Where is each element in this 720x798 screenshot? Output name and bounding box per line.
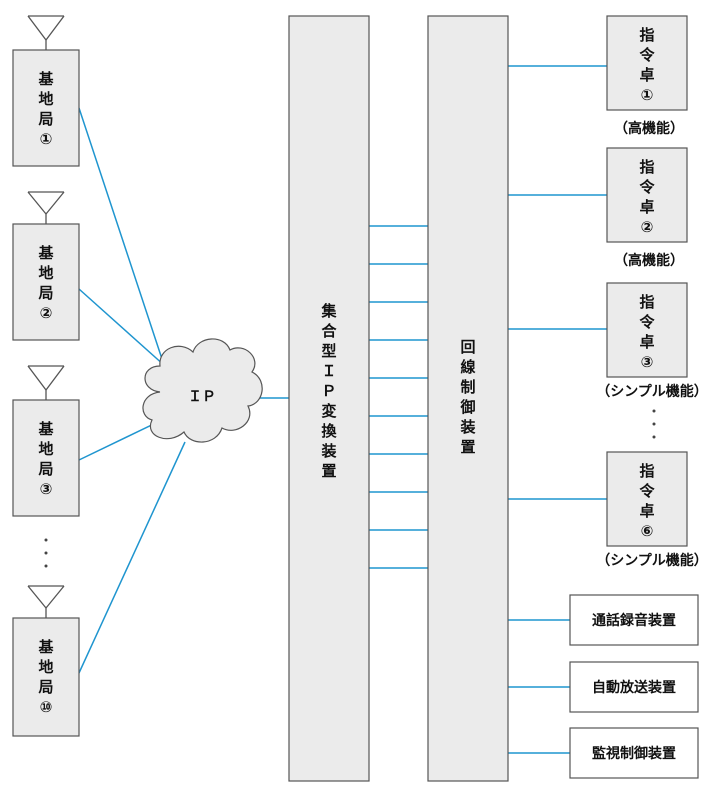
device-label: 自動放送装置 bbox=[592, 679, 676, 696]
device-call-recorder: 通話録音装置 bbox=[569, 594, 699, 646]
line-controller-label-char: 回 bbox=[460, 338, 475, 356]
console-label-char: 卓 bbox=[639, 66, 654, 84]
console-label-char: 令 bbox=[639, 178, 655, 196]
link-base-10-cloud bbox=[78, 441, 186, 674]
converter-label-char: 集 bbox=[320, 302, 337, 320]
console-label-char: 指 bbox=[639, 293, 654, 311]
antenna-icon bbox=[27, 15, 65, 50]
console-3: 指 令 卓 ③ （シンプル機能） bbox=[596, 282, 708, 400]
console-box bbox=[606, 147, 688, 243]
link-base-3-cloud bbox=[78, 419, 163, 461]
device-box bbox=[569, 594, 699, 646]
antenna-icon bbox=[27, 191, 65, 224]
console-label-char: 卓 bbox=[639, 198, 654, 216]
console-label-char: ② bbox=[641, 218, 654, 236]
console-caption: （シンプル機能） bbox=[596, 383, 708, 400]
connection-lines bbox=[78, 65, 607, 754]
converter-box: 集 合 型 Ｉ Ｐ 変 換 装 置 bbox=[288, 15, 370, 782]
console-box bbox=[606, 15, 688, 111]
base-station-3: 基 地 局 ③ bbox=[12, 365, 80, 517]
line-controller-label-char: 御 bbox=[459, 398, 475, 416]
converter-label-char: 型 bbox=[321, 342, 336, 360]
ellipsis-consoles bbox=[652, 409, 656, 439]
console-label-char: 指 bbox=[639, 462, 654, 480]
ip-cloud: ＩＰ bbox=[142, 338, 263, 443]
cloud-icon bbox=[142, 338, 263, 443]
converter-label-char: 変 bbox=[321, 402, 336, 420]
base-station-label-char: 基 bbox=[37, 638, 54, 656]
antenna-icon bbox=[27, 585, 65, 618]
antenna-icon bbox=[27, 365, 65, 400]
device-label: 監視制御装置 bbox=[592, 745, 676, 762]
console-label-char: 令 bbox=[639, 46, 655, 64]
converter-label-char: 換 bbox=[321, 422, 337, 440]
line-controller-label-char: 制 bbox=[460, 378, 475, 396]
base-station-label-char: ① bbox=[40, 130, 53, 148]
converter-label-char: Ｉ bbox=[321, 362, 336, 380]
link-base-1-cloud bbox=[78, 107, 164, 363]
console-label-char: 令 bbox=[639, 313, 655, 331]
base-station-box bbox=[12, 617, 80, 737]
console-label-char: ① bbox=[641, 86, 654, 104]
console-label-char: 卓 bbox=[639, 502, 654, 520]
base-station-label-char: 地 bbox=[38, 90, 53, 108]
base-station-label-char: 局 bbox=[37, 460, 53, 478]
base-station-label-char: 基 bbox=[37, 244, 54, 262]
converter-label-char: 装 bbox=[320, 442, 337, 460]
base-station-box bbox=[12, 399, 80, 517]
base-station-label-char: 地 bbox=[38, 440, 53, 458]
console-label-char: ③ bbox=[641, 353, 654, 371]
base-station-label-char: ⑩ bbox=[40, 698, 53, 716]
console-2: 指 令 卓 ② （高機能） bbox=[606, 147, 688, 269]
device-box bbox=[569, 661, 699, 713]
base-station-label-char: 地 bbox=[38, 658, 53, 676]
base-station-label-char: 局 bbox=[37, 678, 53, 696]
base-station-label-char: 地 bbox=[38, 264, 53, 282]
base-station-label-char: 基 bbox=[37, 70, 54, 88]
cloud-label: ＩＰ bbox=[188, 389, 216, 405]
console-label-char: 卓 bbox=[639, 333, 654, 351]
device-monitoring-control: 監視制御装置 bbox=[569, 727, 699, 779]
console-box bbox=[606, 451, 688, 547]
console-label-char: ⑥ bbox=[641, 522, 654, 540]
device-box bbox=[569, 727, 699, 779]
console-6: 指 令 卓 ⑥ （シンプル機能） bbox=[596, 451, 708, 569]
device-label: 通話録音装置 bbox=[592, 612, 676, 629]
base-station-1: 基 地 局 ① bbox=[12, 15, 80, 167]
base-station-label-char: ③ bbox=[40, 480, 53, 498]
console-caption: （高機能） bbox=[614, 252, 684, 269]
converter-label-char: 置 bbox=[321, 462, 336, 480]
base-station-box bbox=[12, 49, 80, 167]
console-1: 指 令 卓 ① （高機能） bbox=[606, 15, 688, 137]
console-caption: （シンプル機能） bbox=[596, 552, 708, 569]
console-label-char: 指 bbox=[639, 26, 654, 44]
console-caption: （高機能） bbox=[614, 120, 684, 137]
base-station-label-char: 局 bbox=[37, 284, 53, 302]
console-label-char: 令 bbox=[639, 482, 655, 500]
base-station-label-char: 基 bbox=[37, 420, 54, 438]
line-controller-box: 回 線 制 御 装 置 bbox=[427, 15, 509, 782]
console-box bbox=[606, 282, 688, 378]
base-station-label-char: ② bbox=[40, 304, 53, 322]
base-station-10: 基 地 局 ⑩ bbox=[12, 585, 80, 737]
line-controller-label-char: 置 bbox=[460, 438, 475, 456]
console-label-char: 指 bbox=[639, 158, 654, 176]
line-controller-label-char: 線 bbox=[460, 358, 475, 376]
line-controller-label-char: 装 bbox=[459, 418, 476, 436]
device-auto-broadcast: 自動放送装置 bbox=[569, 661, 699, 713]
base-station-box bbox=[12, 223, 80, 341]
converter-label-char: Ｐ bbox=[321, 382, 336, 400]
link-base-2-cloud bbox=[78, 288, 166, 367]
base-station-2: 基 地 局 ② bbox=[12, 191, 80, 341]
ellipsis-base-stations bbox=[44, 538, 48, 568]
converter-label-char: 合 bbox=[320, 322, 337, 340]
base-station-label-char: 局 bbox=[37, 110, 53, 128]
